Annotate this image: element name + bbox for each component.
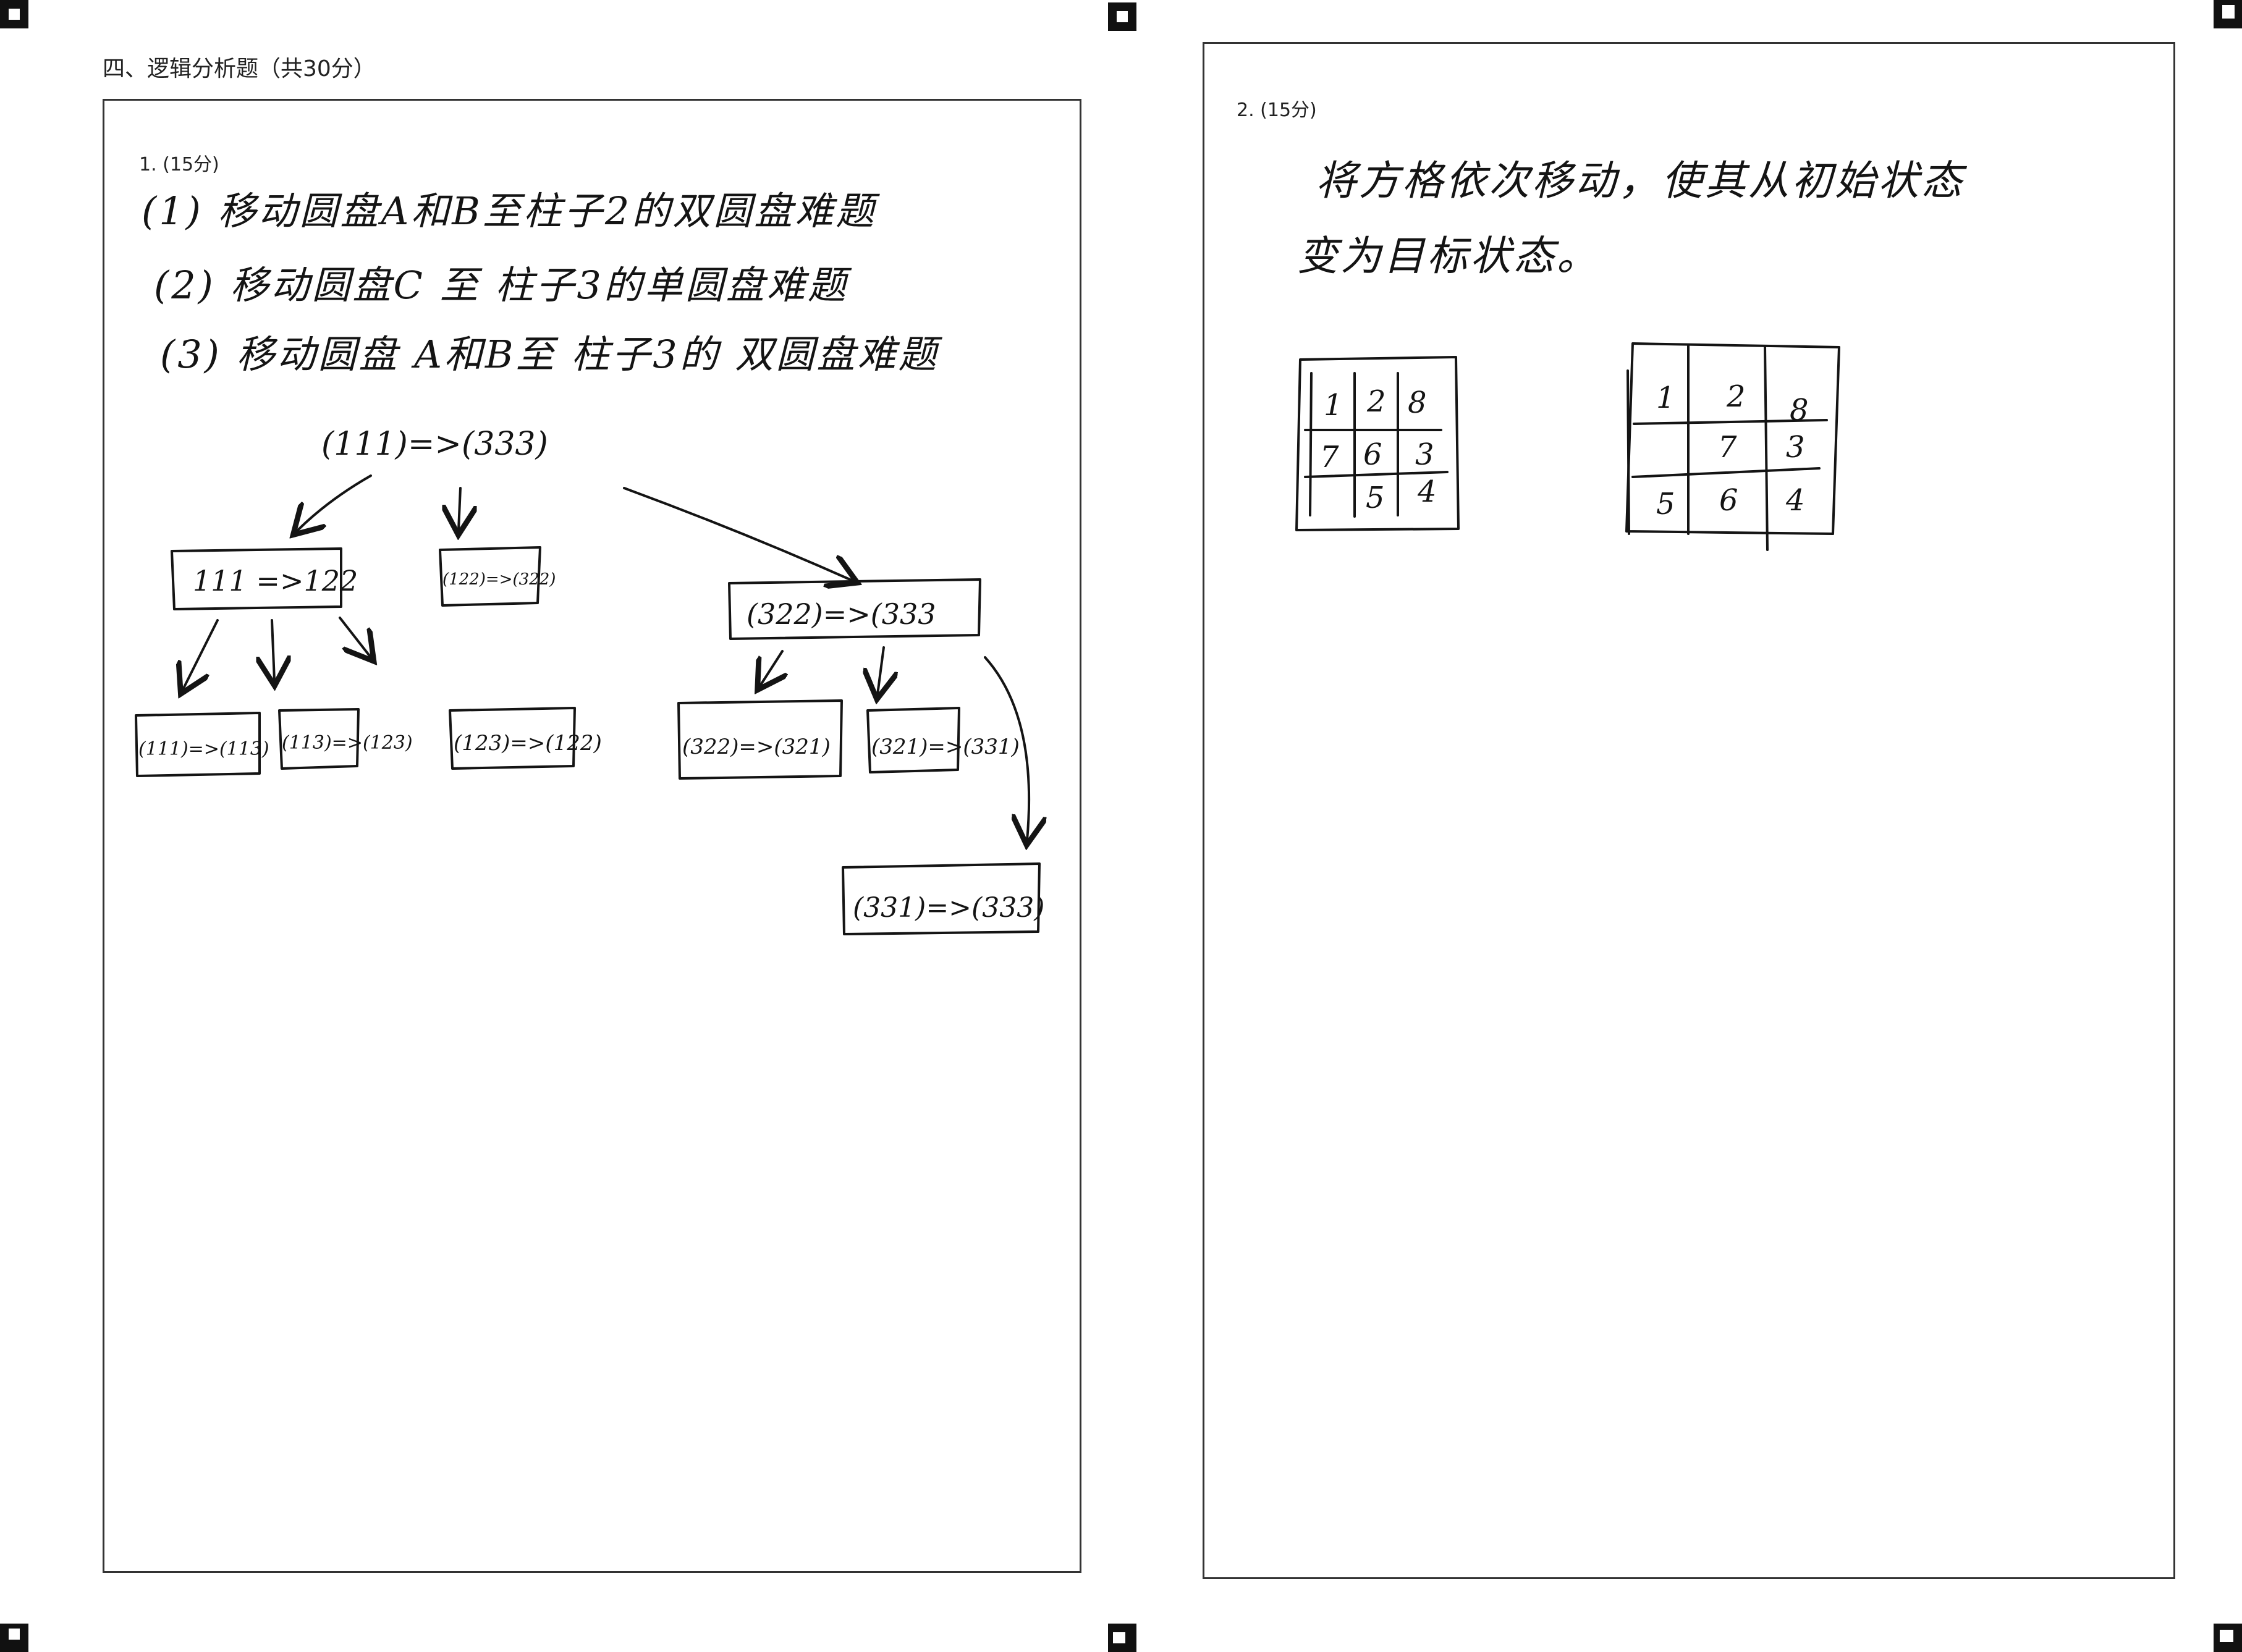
- grid-target-r1c3: 8: [1790, 393, 1809, 428]
- tree-arrow-root-right: [623, 487, 853, 581]
- grid-target-r2c2: 7: [1718, 430, 1737, 465]
- tree-node-box-l2-2: [278, 708, 360, 770]
- tree-node-box-l2-3: [449, 707, 576, 770]
- tree-arrow-l1-1-c: [339, 617, 371, 657]
- tree-node-box-l1-2: [439, 546, 541, 607]
- tree-node-box-l2-4: [677, 699, 843, 780]
- tree-arrow-root-middle: [459, 487, 460, 530]
- registration-marker-top-center: [1108, 2, 1136, 31]
- grid-target-r1c1: 1: [1656, 381, 1675, 415]
- tree-node-l2-5: (321)=>(331): [871, 735, 1020, 759]
- q1-handwritten-line-2: (2) 移动圆盘C 至 柱子3的单圆盘难题: [154, 263, 848, 308]
- grid-initial-r2c2: 6: [1363, 437, 1382, 472]
- tree-arrow-l1-1-b: [272, 619, 274, 681]
- q1-handwritten-line-1: (1) 移动圆盘A和B至柱子2的双圆盘难题: [142, 188, 877, 234]
- tree-node-box-l2-1: [135, 712, 261, 777]
- grid-target: [1625, 342, 1840, 551]
- q2-handwritten-line-1: 将方格依次移动，使其从初始状态: [1316, 157, 1965, 204]
- grid-initial-r3c2: 5: [1366, 481, 1385, 515]
- registration-marker-top-right: [2214, 0, 2242, 28]
- tree-arrow-l1-3-b: [878, 646, 884, 694]
- tree-node-l1-3: (322)=>(333: [747, 597, 936, 631]
- tree-arrow-l1-1-a: [183, 619, 219, 689]
- tree-node-l1-1: 111 =>122: [193, 564, 358, 597]
- question-2-label: 2. (15分): [1237, 99, 1317, 121]
- grid-target-r3c1: 5: [1656, 487, 1675, 521]
- answer-box-question-2: 2. (15分) 将方格依次移动，使其从初始状态 变为目标状态。: [1203, 42, 2175, 1579]
- tree-node-box-l1-1: [171, 547, 342, 610]
- tree-node-l2-4: (322)=>(321): [682, 735, 831, 759]
- grid-target-r3c2: 6: [1719, 483, 1738, 518]
- tree-node-l2-1: (111)=>(113): [138, 738, 269, 760]
- tree-node-box-l2-5: [866, 707, 960, 773]
- tree-node-l2-2: (113)=>(123): [282, 732, 413, 754]
- grid-initial-r2c1: 7: [1320, 440, 1339, 474]
- tree-node-box-l3-1: [842, 862, 1041, 935]
- registration-marker-bottom-center: [1108, 1624, 1136, 1652]
- tree-node-box-l1-3: [728, 578, 981, 640]
- grid-initial-r1c1: 1: [1324, 388, 1343, 423]
- q2-handwritten-line-2: 变为目标状态。: [1297, 232, 1600, 280]
- grid-target-r1c2: 2: [1726, 379, 1746, 414]
- grid-initial: [1295, 356, 1460, 531]
- tree-root-node: (111)=>(333): [321, 426, 548, 463]
- registration-marker-bottom-right: [2214, 1624, 2242, 1652]
- grid-target-r2c3: 3: [1786, 430, 1805, 465]
- grid-initial-r2c3: 3: [1415, 437, 1434, 472]
- grid-initial-r1c3: 8: [1408, 386, 1427, 420]
- tree-node-l2-3: (123)=>(122): [454, 731, 602, 756]
- tree-arrow-l1-3-a: [760, 650, 782, 686]
- grid-target-r3c3: 4: [1785, 483, 1805, 518]
- registration-marker-bottom-left: [0, 1624, 28, 1652]
- grid-initial-r3c3: 4: [1417, 474, 1437, 509]
- q1-handwritten-line-3: (3) 移动圆盘 A和B至 柱子3的 双圆盘难题: [160, 332, 939, 377]
- section-title: 四、逻辑分析题（共30分）: [103, 56, 376, 82]
- tree-node-l1-2: (122)=>(322): [442, 570, 556, 589]
- tree-arrow-l1-3-c: [984, 656, 1029, 840]
- tree-arrow-root-left: [297, 474, 372, 531]
- question-1-label: 1. (15分): [139, 154, 219, 175]
- registration-marker-top-left: [0, 0, 28, 28]
- tree-node-l3-1: (331)=>(333): [853, 892, 1044, 924]
- answer-box-question-1: 1. (15分) (1) 移动圆盘A和B至柱子2的双圆盘难题 (2) 移动圆盘C…: [103, 99, 1081, 1573]
- grid-initial-r1c2: 2: [1366, 384, 1386, 419]
